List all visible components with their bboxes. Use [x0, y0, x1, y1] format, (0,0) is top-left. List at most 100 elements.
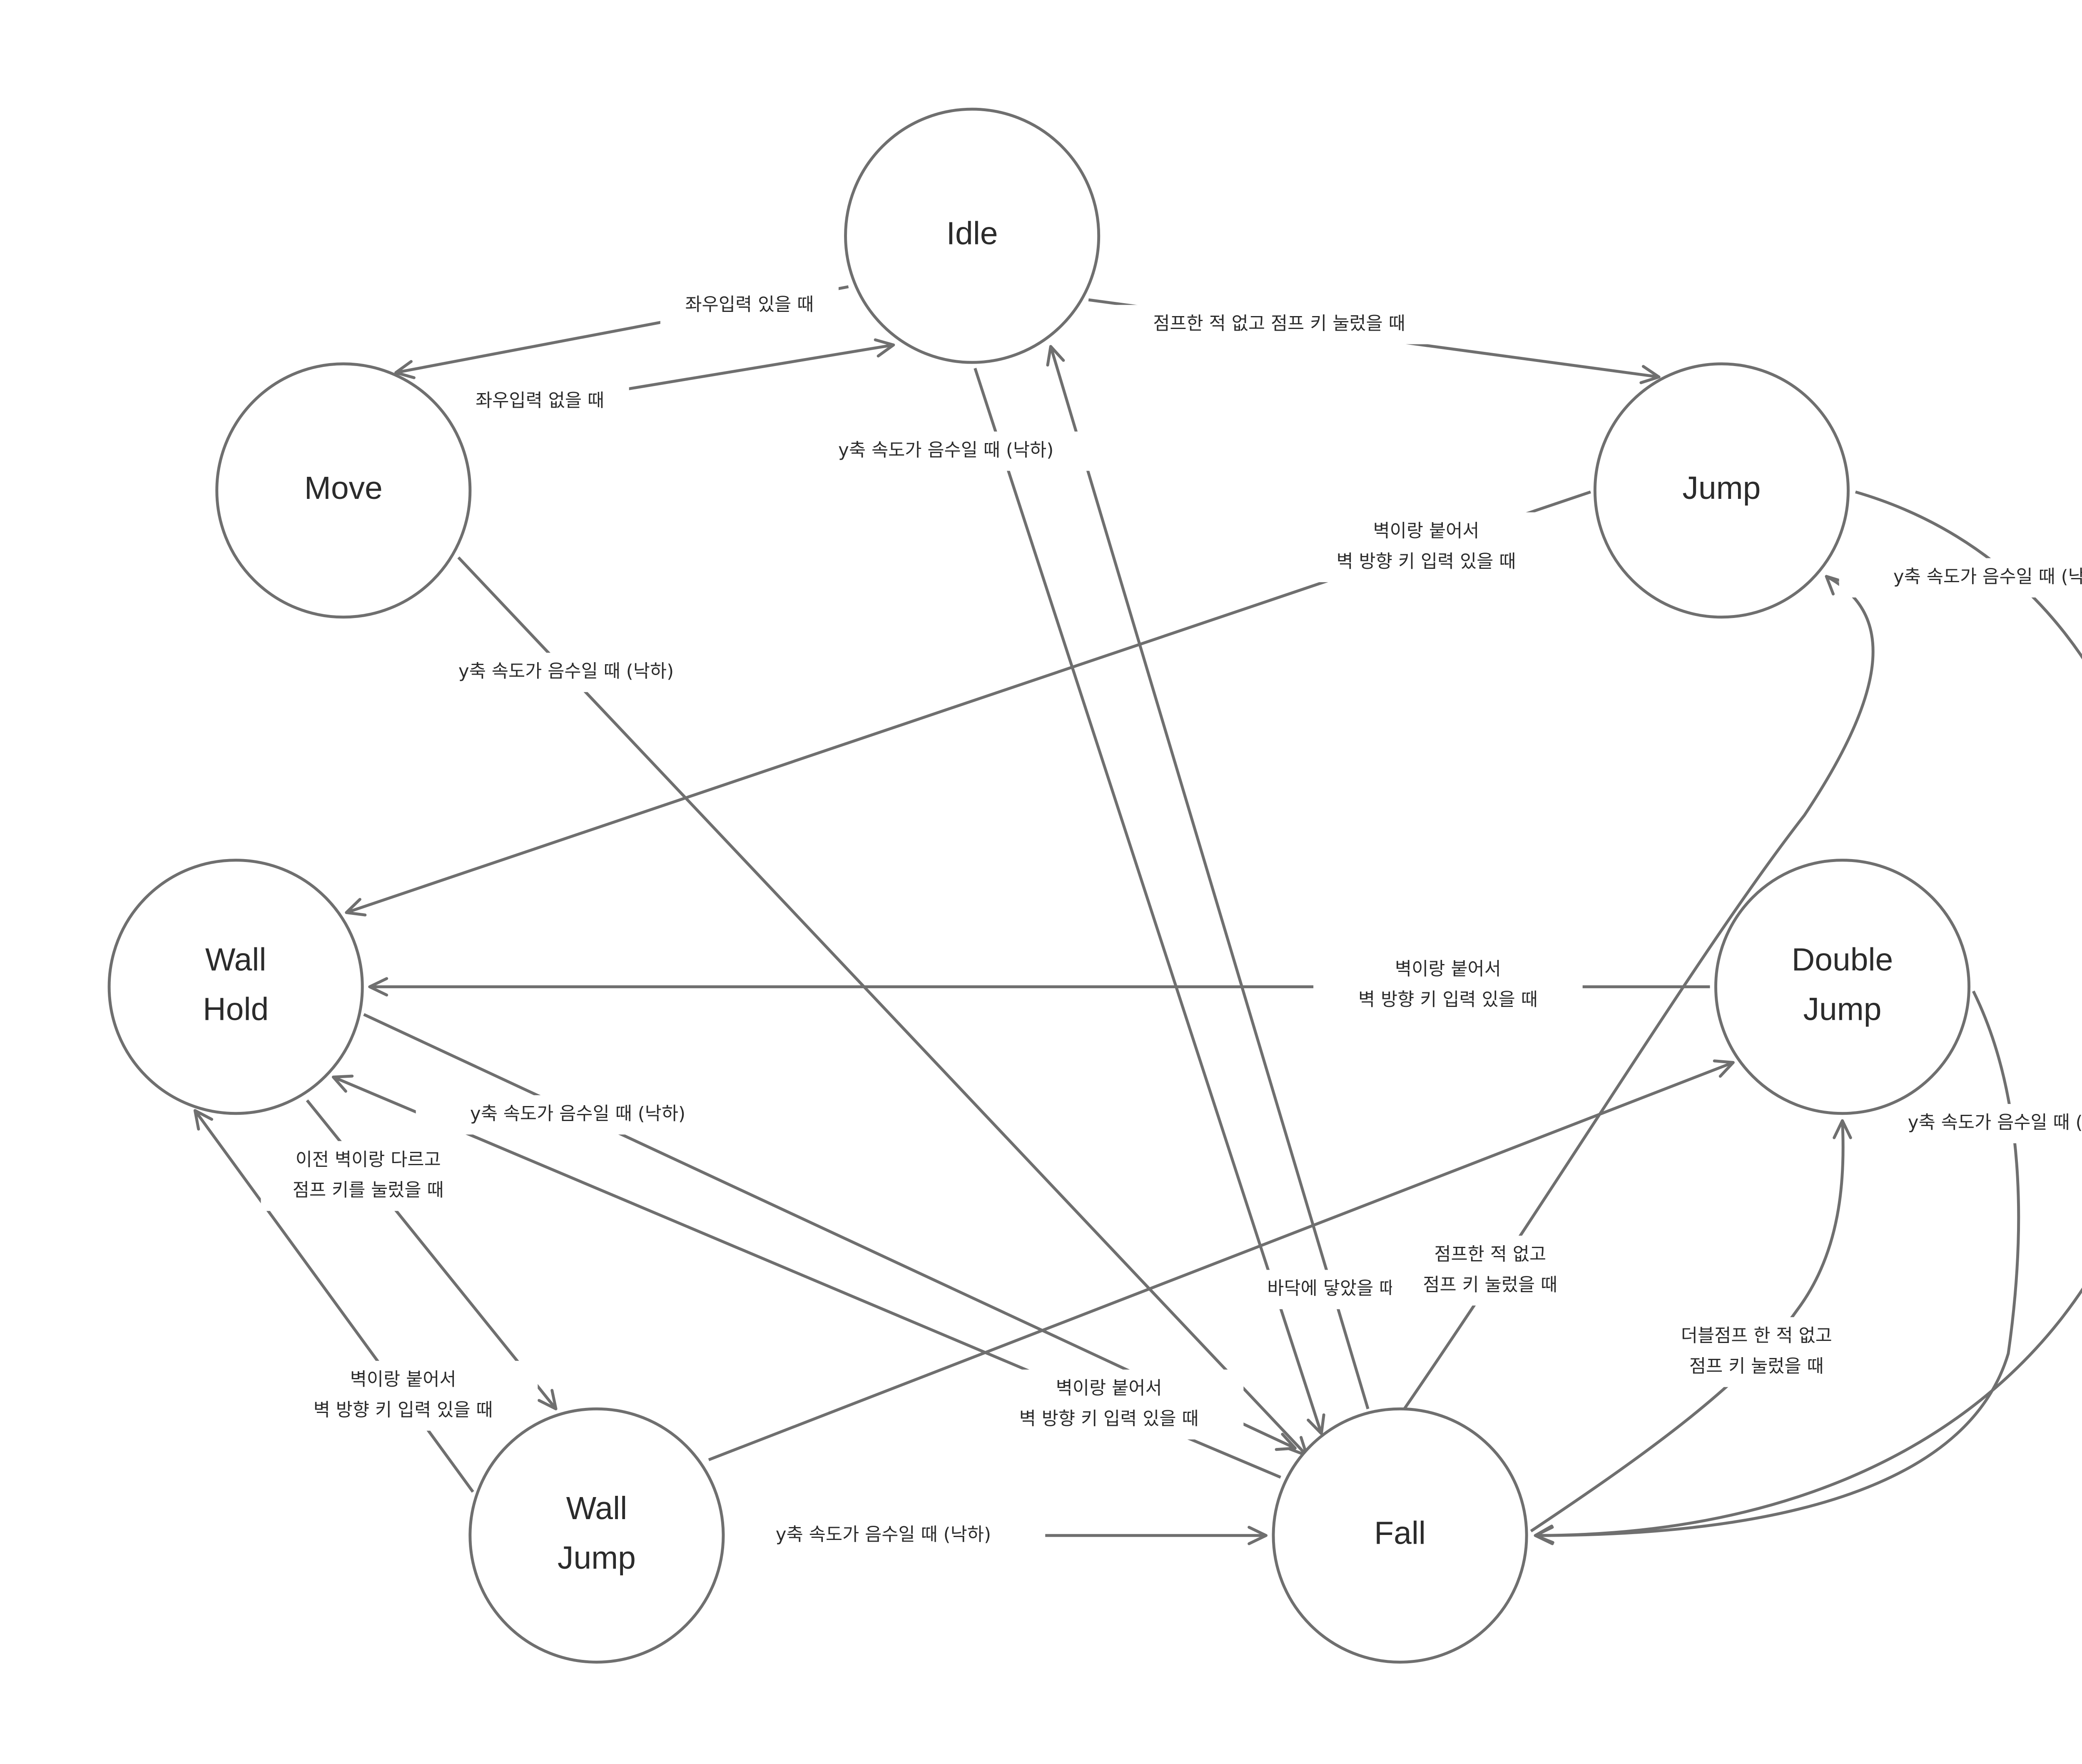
arrowhead-icon [1534, 1525, 1554, 1544]
arrowhead-icon [345, 898, 367, 917]
state-label: Wall [566, 1490, 628, 1526]
edge-label-jump-fall: y축 속도가 음수일 때 (낙하) [1839, 558, 2082, 598]
edge-label-walljump-fall: y축 속도가 음수일 때 (낙하) [721, 1516, 1046, 1555]
label-background [1392, 1236, 1589, 1306]
label-background [1099, 305, 1459, 344]
edge-label-text: 이전 벽이랑 다르고 [296, 1149, 441, 1170]
edge-label-text: 벽 방향 키 입력 있을 때 [1358, 989, 1538, 1010]
arrowhead-icon [331, 1074, 354, 1093]
state-circle[interactable] [468, 1407, 725, 1664]
arrowhead-icon [193, 1109, 214, 1131]
arrowhead-icon [1046, 345, 1065, 367]
state-label: Jump [1682, 470, 1761, 506]
label-background [1313, 950, 1583, 1021]
arrowhead-icon [1833, 1119, 1852, 1139]
edge-label-text: 벽 방향 키 입력 있을 때 [1336, 551, 1516, 572]
edge-label-text: y축 속도가 음수일 때 (낙하) [776, 1524, 991, 1545]
state-node-jump[interactable]: Jump [1593, 362, 1850, 619]
state-label: Double [1792, 942, 1893, 978]
edge-label-text: 좌우입력 없을 때 [476, 390, 604, 411]
state-circle[interactable] [107, 859, 364, 1115]
edge-label-text: 점프한 적 없고 점프 키 눌렀을 때 [1153, 313, 1405, 334]
edge-label-move-idle: 좌우입력 없을 때 [451, 382, 629, 421]
edge-label-doublejump-fall: y축 속도가 음수일 때 (낙하) [1853, 1104, 2082, 1144]
edge-label-wallhold-fall: y축 속도가 음수일 때 (낙하) [416, 1095, 740, 1135]
edge-fall-idle [1046, 345, 1370, 1410]
arrowhead-icon [1825, 575, 1846, 595]
arrowhead-icon [1275, 1433, 1297, 1451]
arrowhead-icon [874, 338, 895, 358]
edge-label-text: y축 속도가 음수일 때 (낙하) [1893, 566, 2082, 588]
state-circle[interactable] [215, 362, 472, 619]
state-label: Fall [1374, 1515, 1426, 1551]
label-background [404, 653, 728, 692]
edge-label-fall-idle: 바닥에 닿았을 때 [1242, 1270, 1421, 1309]
arrowhead-icon [1713, 1059, 1735, 1078]
edge-line [1403, 575, 1875, 1410]
edge-label-text: 벽이랑 붙어서 [1395, 958, 1501, 979]
edge-label-text: 점프한 적 없고 [1434, 1243, 1546, 1265]
edge-label-text: 점프 키를 눌렀을 때 [293, 1180, 444, 1201]
state-circle[interactable] [1593, 362, 1850, 619]
label-background [1853, 1104, 2082, 1144]
state-label: Hold [203, 991, 269, 1027]
state-node-idle[interactable]: Idle [844, 107, 1101, 364]
state-node-move[interactable]: Move [215, 362, 472, 619]
edge-line [1535, 490, 2082, 1537]
edge-fall-jump [1403, 575, 1875, 1410]
arrowhead-icon [537, 1389, 558, 1410]
label-background [1291, 512, 1561, 583]
label-background [660, 286, 839, 326]
edge-label-idle-jump: 점프한 적 없고 점프 키 눌렀을 때 [1099, 305, 1459, 344]
state-circle[interactable] [1714, 859, 1971, 1115]
label-background [416, 1095, 740, 1135]
state-circle[interactable] [844, 107, 1101, 364]
label-background [268, 1360, 538, 1431]
edge-label-text: 벽이랑 붙어서 [1373, 520, 1479, 541]
edge-label-text: 벽이랑 붙어서 [350, 1369, 456, 1390]
edge-label-text: y축 속도가 음수일 때 (낙하) [838, 439, 1053, 461]
label-background [1839, 558, 2082, 598]
arrowhead-icon [368, 977, 389, 997]
label-background [1649, 1317, 1864, 1387]
state-label: Wall [205, 942, 266, 978]
edge-line [457, 556, 1308, 1457]
label-background [974, 1369, 1244, 1440]
edge-label-text: 점프 키 눌렀을 때 [1423, 1274, 1557, 1296]
arrowhead-icon [1639, 365, 1661, 384]
edge-label-text: 벽 방향 키 입력 있을 때 [314, 1399, 493, 1420]
edge-move-fall [457, 556, 1308, 1457]
edge-label-text: 점프 키 눌렀을 때 [1689, 1356, 1824, 1377]
edge-label-text: y축 속도가 음수일 때 (낙하) [470, 1103, 685, 1124]
edge-label-idle-fall: y축 속도가 음수일 때 (낙하) [784, 431, 1108, 471]
edge-walljump-doublejump [708, 1059, 1735, 1461]
edge-label-text: 벽이랑 붙어서 [1056, 1378, 1162, 1399]
label-background [451, 382, 629, 421]
state-node-fall[interactable]: Fall [1272, 1407, 1528, 1664]
edge-line [1049, 346, 1370, 1410]
arrowhead-icon [1248, 1526, 1268, 1545]
state-circle[interactable] [1272, 1407, 1528, 1664]
label-background [721, 1516, 1046, 1555]
edge-label-idle-move: 좌우입력 있을 때 [660, 286, 839, 326]
edge-label-text: 바닥에 닿았을 때 [1267, 1278, 1396, 1299]
edge-idle-fall [974, 368, 1325, 1435]
state-label: Move [304, 470, 383, 506]
arrowhead-icon [1307, 1413, 1325, 1435]
edge-label-text: 벽 방향 키 입력 있을 때 [1019, 1408, 1199, 1429]
edge-label-text: y축 속도가 음수일 때 (낙하) [1908, 1112, 2082, 1133]
edge-label-move-fall: y축 속도가 음수일 때 (낙하) [404, 653, 728, 692]
label-background [1242, 1270, 1421, 1309]
